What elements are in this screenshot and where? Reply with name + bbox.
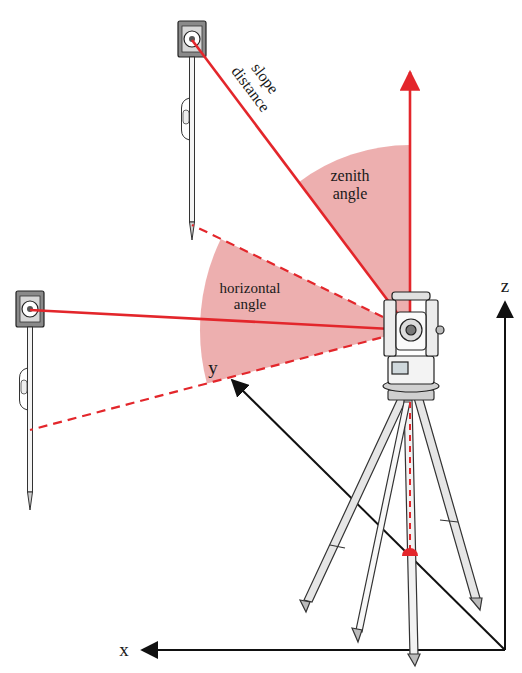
ground-point xyxy=(402,548,418,556)
measurement-label: horizontal angle xyxy=(210,280,290,313)
axis-label: x xyxy=(114,640,134,661)
sight-line xyxy=(30,310,410,330)
projection-line xyxy=(30,330,410,430)
total-station xyxy=(383,292,444,392)
axis-label: z xyxy=(495,276,515,297)
slope-line xyxy=(192,40,410,330)
prism-target xyxy=(16,291,44,510)
axis-label: y xyxy=(203,358,223,379)
vertical-arrow xyxy=(409,72,412,330)
z-axis xyxy=(504,302,506,650)
measurement-label: slope distance xyxy=(224,47,292,121)
x-axis xyxy=(142,649,505,651)
measurement-label: zenith angle xyxy=(322,167,378,202)
plumb-line xyxy=(409,402,411,552)
tripod xyxy=(300,390,482,666)
y-axis xyxy=(232,380,505,650)
projection-line xyxy=(192,225,410,330)
